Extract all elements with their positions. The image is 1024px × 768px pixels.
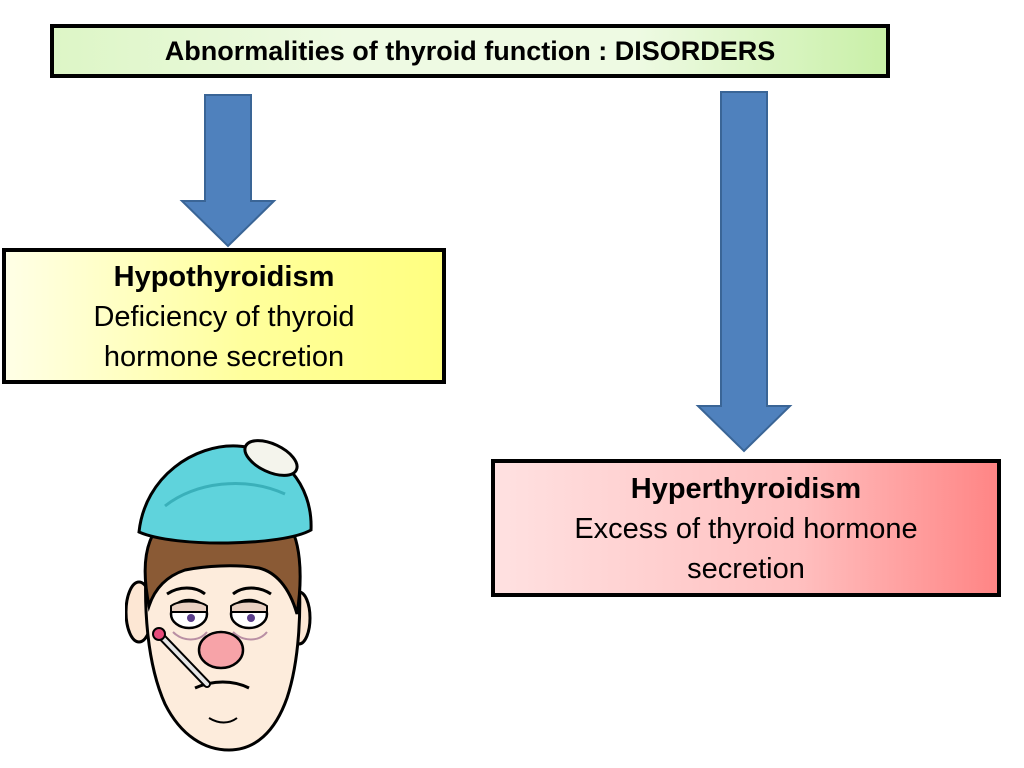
hyperthyroidism-description-line1: Excess of thyroid hormone (574, 513, 918, 545)
hyperthyroidism-box: Hyperthyroidism Excess of thyroid hormon… (491, 459, 1001, 597)
hypothyroidism-box: Hypothyroidism Deficiency of thyroid hor… (2, 248, 446, 384)
hypothyroidism-description-line1: Deficiency of thyroid (93, 301, 355, 333)
right-down-arrow-icon (695, 91, 793, 453)
title-box: Abnormalities of thyroid function : DISO… (50, 24, 890, 78)
hypothyroidism-description-line2: hormone secretion (103, 341, 345, 373)
hypothyroidism-heading: Hypothyroidism (113, 261, 335, 293)
left-down-arrow-icon (179, 94, 277, 248)
title-text: Abnormalities of thyroid function : DISO… (164, 36, 776, 66)
sick-man-illustration-icon (125, 439, 313, 752)
hyperthyroidism-description-line2: secretion (687, 553, 805, 585)
hyperthyroidism-heading: Hyperthyroidism (630, 473, 862, 505)
